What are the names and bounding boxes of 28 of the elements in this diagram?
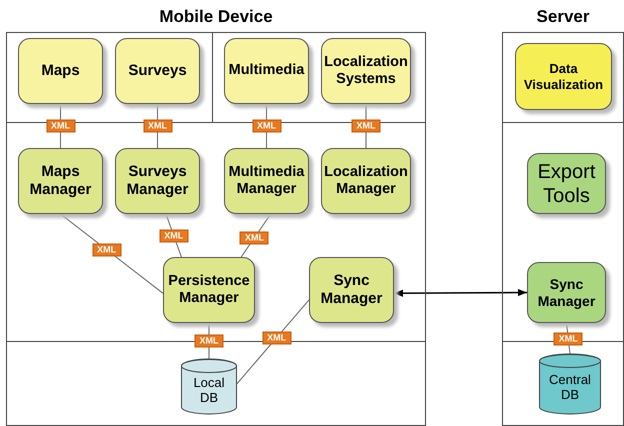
component-box: Persistence Manager [163,257,255,323]
component-box: Surveys [115,38,200,104]
component-box: Maps Manager [18,148,103,214]
component-box: Multimedia Manager [224,148,309,214]
component-box: Surveys Manager [115,148,200,214]
edge-label: XML [194,334,224,348]
edge-label: XML [240,231,269,244]
database-cylinder: Local DB [181,359,237,414]
panel-heading: Mobile Device [158,7,274,27]
component-box: Maps [18,38,103,104]
edge-label: XML [252,120,281,132]
edge-label: XML [262,331,292,344]
database-cylinder: Central DB [539,354,601,414]
edge-label: XML [46,120,75,132]
arrow [394,288,527,297]
component-box: Export Tools [527,153,606,214]
component-box: Sync Manager [527,262,606,323]
component-box: Sync Manager [309,257,394,323]
edge-label: XML [92,243,122,256]
component-box: Data Visualization [515,43,612,110]
panel-heading: Server [536,7,590,27]
component-box: Localization Systems [321,38,411,104]
edge-label: XML [143,120,172,132]
component-box: Localization Manager [321,148,411,214]
edge-label: XML [554,332,583,345]
edge-label: XML [159,229,188,242]
edge-label: XML [352,120,380,132]
component-box: Multimedia [224,38,309,104]
